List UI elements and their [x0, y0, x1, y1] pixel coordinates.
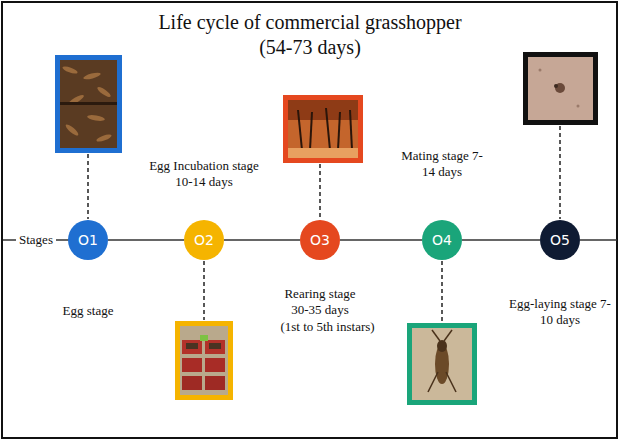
photo — [55, 55, 122, 153]
timeline-connector — [462, 239, 540, 241]
stage-circle: O3Rearing stage 30-35 days(1st to 5th in… — [300, 220, 340, 260]
stage-label: Egg Incubation stage 10-14 days — [142, 158, 267, 191]
timeline-connector — [340, 239, 422, 241]
stage-circle: O4Mating stage 7-14 days — [422, 220, 462, 260]
stage-label-group: Mating stage 7-14 days — [397, 148, 487, 181]
stage-number: O3 — [310, 232, 330, 248]
stage-label: Egg stage — [33, 303, 143, 319]
stage-label-group: Egg stage — [33, 303, 143, 319]
stage-label-group: Egg-laying stage 7-10 days — [505, 296, 615, 329]
photo — [283, 95, 363, 163]
stage-label-group: Egg Incubation stage 10-14 days — [142, 158, 267, 191]
stage-label: Egg-laying stage 7-10 days — [505, 296, 615, 329]
diagram-title: Life cycle of commercial grasshopper (54… — [140, 10, 480, 60]
stage-circle: O5Egg-laying stage 7-10 days — [540, 220, 580, 260]
stage-label-group: Rearing stage 30-35 days(1st to 5th inst… — [265, 286, 375, 335]
stage-label: (1st to 5th instars) — [265, 319, 390, 335]
stage-number: O1 — [78, 232, 98, 248]
photo — [407, 323, 477, 405]
stage-number: O5 — [550, 232, 570, 248]
stage-label: Mating stage 7-14 days — [397, 148, 487, 181]
leader-lines — [88, 126, 560, 322]
timeline-connector — [224, 239, 300, 241]
stage-label: Rearing stage 30-35 days — [275, 286, 365, 319]
axis-label: Stages — [16, 232, 56, 248]
photo — [175, 321, 233, 400]
timeline — [580, 239, 617, 241]
timeline-connector — [108, 239, 184, 241]
stage-number: O2 — [194, 232, 214, 248]
photo — [523, 52, 598, 125]
stage-circle: O1Egg stage — [68, 220, 108, 260]
stage-circle: O2Egg Incubation stage 10-14 days — [184, 220, 224, 260]
stage-number: O4 — [432, 232, 452, 248]
